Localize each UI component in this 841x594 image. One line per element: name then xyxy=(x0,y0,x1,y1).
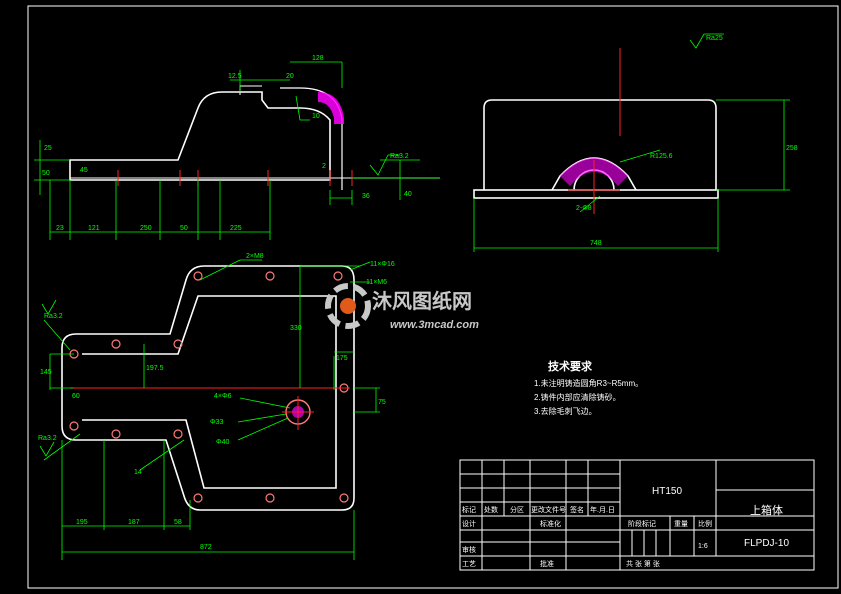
side-radius-label: R125.6 xyxy=(650,153,673,160)
watermark: 沐风图纸网 www.3mcad.com xyxy=(325,283,479,331)
dim-phi33: Φ33 xyxy=(210,419,223,426)
tb-material: HT150 xyxy=(652,486,682,497)
dim-225: 225 xyxy=(230,225,242,232)
tb-sheets: 共 张 第 张 xyxy=(626,559,660,568)
tb-part-name: 上箱体 xyxy=(750,503,783,517)
drawing-border xyxy=(27,5,839,589)
dim-197-5: 197.5 xyxy=(146,365,164,372)
dim-75: 75 xyxy=(378,399,386,406)
dim-11xm6: 11×M6 xyxy=(366,279,387,286)
watermark-brand: 沐风图纸网 xyxy=(372,289,472,313)
tb-approve: 批准 xyxy=(540,559,554,568)
front-dimensions xyxy=(34,61,440,240)
tb-standard: 标准化 xyxy=(540,519,561,528)
plan-view xyxy=(61,265,355,511)
dim-4xphi6: 4×Φ6 xyxy=(214,393,232,400)
dim-50v: 50 xyxy=(42,170,50,177)
dim-872: 872 xyxy=(200,544,212,551)
dim-145: 145 xyxy=(40,369,52,376)
tb-weight: 重量 xyxy=(674,520,688,528)
tb-scale-value: 1:6 xyxy=(698,543,708,550)
dim-12-5: 12.5 xyxy=(228,73,242,80)
tech-notes-title: 技术要求 xyxy=(548,359,593,373)
side-dimensions xyxy=(474,33,790,249)
side-width-label: 748 xyxy=(590,240,602,247)
dim-175: 175 xyxy=(336,355,348,362)
dim-60: 60 xyxy=(72,393,80,400)
tech-note-1: 1.未注明铸造圆角R3~R5mm。 xyxy=(534,378,643,388)
tb-row-label-5: 签名 xyxy=(570,505,584,514)
roughness-front: Ra3.2 xyxy=(390,153,409,160)
plan-dimensions xyxy=(39,259,380,560)
dim-2xm8: 2×M8 xyxy=(246,253,264,260)
roughness-plan-bottom: Ra3.2 xyxy=(38,435,57,442)
tb-row-label-4: 更改文件号 xyxy=(531,505,566,514)
tb-design: 设计 xyxy=(462,519,476,528)
dim-40: 40 xyxy=(404,191,412,198)
dim-58: 58 xyxy=(174,519,182,526)
tb-row-label-1: 标记 xyxy=(462,505,476,514)
dim-187: 187 xyxy=(128,519,140,526)
dim-121: 121 xyxy=(88,225,100,232)
tb-stage-mark: 阶段标记 xyxy=(628,519,656,528)
dim-2: 2 xyxy=(322,163,326,170)
tb-scale-label: 比例 xyxy=(698,519,712,528)
dim-330: 330 xyxy=(290,325,302,332)
dim-10: 10 xyxy=(312,113,320,120)
dim-36: 36 xyxy=(362,193,370,200)
tb-row-label-6: 年.月.日 xyxy=(590,505,615,514)
dim-11xphi16: 11×Φ16 xyxy=(370,261,395,268)
tech-note-2: 2.铸件内部应清除铸砂。 xyxy=(534,392,621,402)
tb-audit: 审核 xyxy=(462,545,476,554)
roughness-plan-top: Ra3.2 xyxy=(44,313,63,320)
tb-row-label-2: 处数 xyxy=(484,505,498,514)
roughness-top: Ra25 xyxy=(706,35,723,42)
dim-20: 20 xyxy=(286,73,294,80)
tb-drawing-no: FLPDJ-10 xyxy=(744,538,789,549)
dim-23: 23 xyxy=(56,225,64,232)
watermark-url: www.3mcad.com xyxy=(390,319,479,331)
side-hole-label: 2-Φ8 xyxy=(576,205,592,212)
tb-process: 工艺 xyxy=(462,560,476,568)
dim-250: 250 xyxy=(140,225,152,232)
dim-50: 50 xyxy=(180,225,188,232)
dim-45: 45 xyxy=(80,167,88,174)
dim-phi40: Φ40 xyxy=(216,439,229,446)
title-block xyxy=(459,459,815,571)
dim-195: 195 xyxy=(76,519,88,526)
side-height-label: 258 xyxy=(786,145,798,152)
dim-14: 14 xyxy=(134,469,142,476)
dim-25: 25 xyxy=(44,145,52,152)
tech-note-3: 3.去除毛刺飞边。 xyxy=(534,406,597,416)
tech-notes: 技术要求 1.未注明铸造圆角R3~R5mm。 2.铸件内部应清除铸砂。 3.去除… xyxy=(534,359,643,416)
dim-128: 128 xyxy=(312,55,324,62)
tb-row-label-3: 分区 xyxy=(510,505,524,514)
